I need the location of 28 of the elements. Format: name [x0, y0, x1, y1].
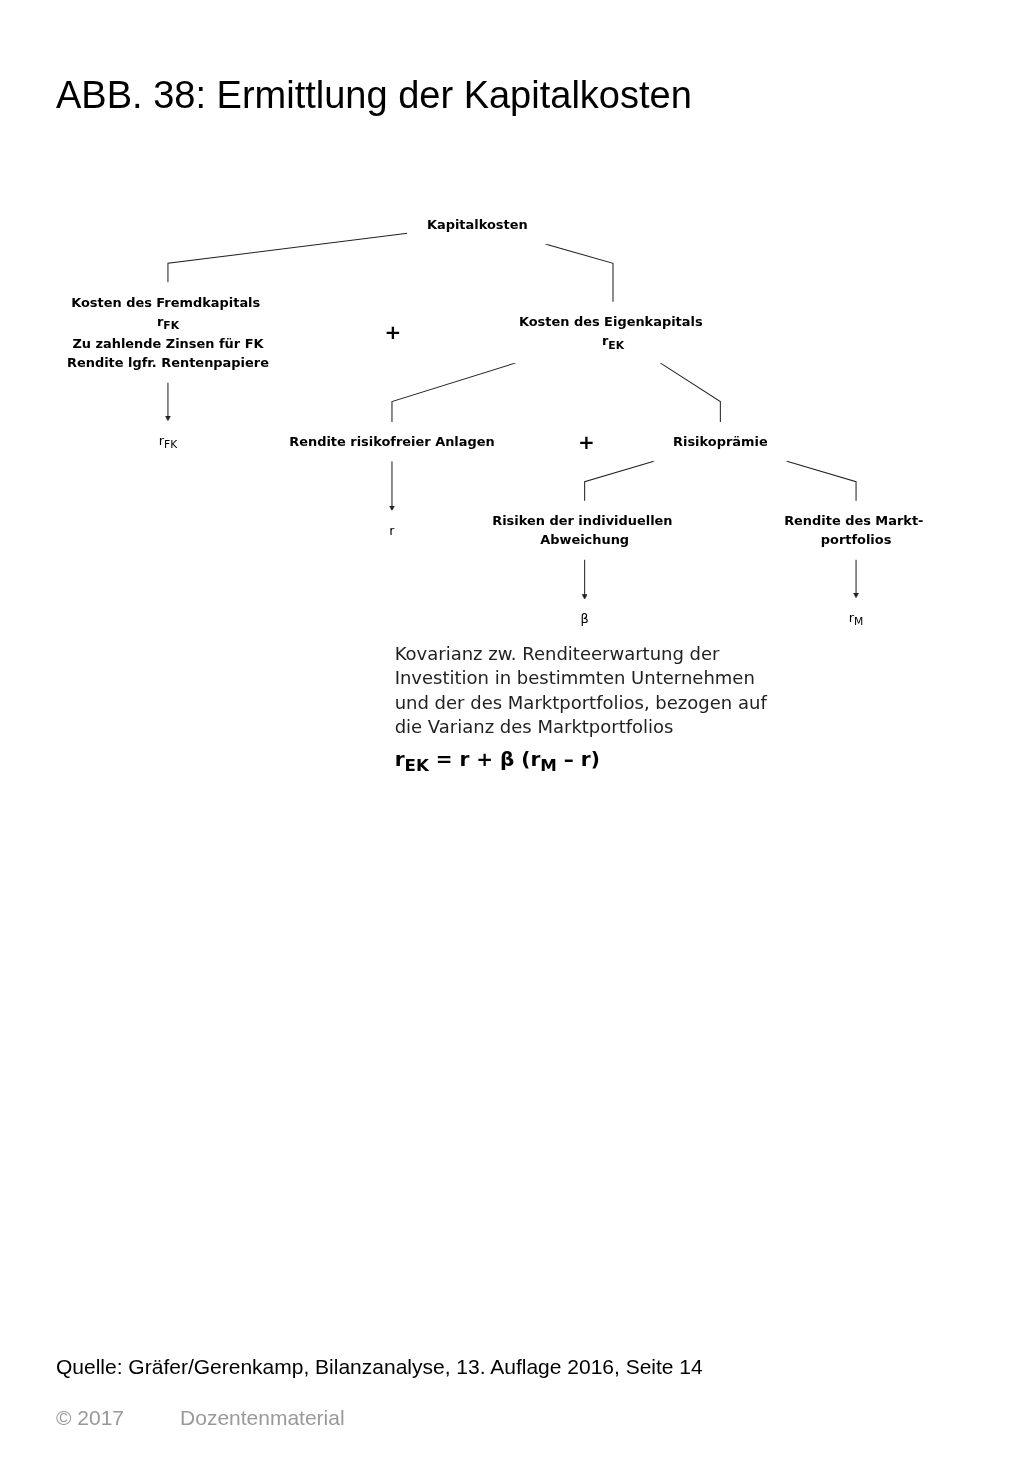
- arrow: [165, 381, 171, 422]
- arrow: [389, 460, 395, 512]
- connector: [785, 460, 857, 502]
- connector: [391, 362, 517, 423]
- node-text: Kapitalkosten: [426, 216, 528, 233]
- plus-sign: +: [384, 320, 402, 345]
- connector: [167, 232, 409, 284]
- node-text: r$_{FK}$: [158, 432, 178, 451]
- arrow: [581, 558, 588, 600]
- node-text: β: [580, 610, 589, 627]
- connector: [659, 362, 721, 423]
- node-text: Rendite risikofreier Anlagen: [289, 433, 495, 450]
- arrow: [853, 558, 859, 599]
- node-text: Kosten des Eigenkapitals r$_{EK}$: [518, 313, 703, 352]
- formula-text: r$_{EK}$ = r + β (r$_{M}$ – r): [394, 747, 600, 776]
- source-caption: Quelle: Gräfer/Gerenkamp, Bilanzanalyse, 13. Auflage 2016, Seite 14: [56, 1355, 703, 1379]
- node-text: Rendite des Markt- portfolios: [784, 512, 924, 548]
- footer-text: Dozentenmaterial: [180, 1406, 345, 1430]
- node-text: Kosten des Fremdkapitals r$_{FK}$ Zu zahlende Zinsen für FK Rendite lgfr. Rentenpapiere: [66, 294, 269, 371]
- node-text: r: [389, 522, 395, 538]
- note-text: Kovarianz zw. Renditeerwartung der Investition in bestimmten Unternehmen und der des Marktportfolios, bezogen auf die Varianz des Marktportfolios: [394, 642, 769, 739]
- node-text: Risikoprämie: [673, 433, 768, 450]
- diagram-title: ABB. 38: Ermittlung der Kapitalkosten: [56, 74, 692, 117]
- node-text: r$_{M}$: [848, 609, 864, 628]
- plus-sign: +: [577, 429, 595, 454]
- node-text: Risiken der individuellen Abweichung: [492, 512, 673, 548]
- connector: [584, 460, 656, 502]
- footer-text: © 2017: [56, 1406, 125, 1430]
